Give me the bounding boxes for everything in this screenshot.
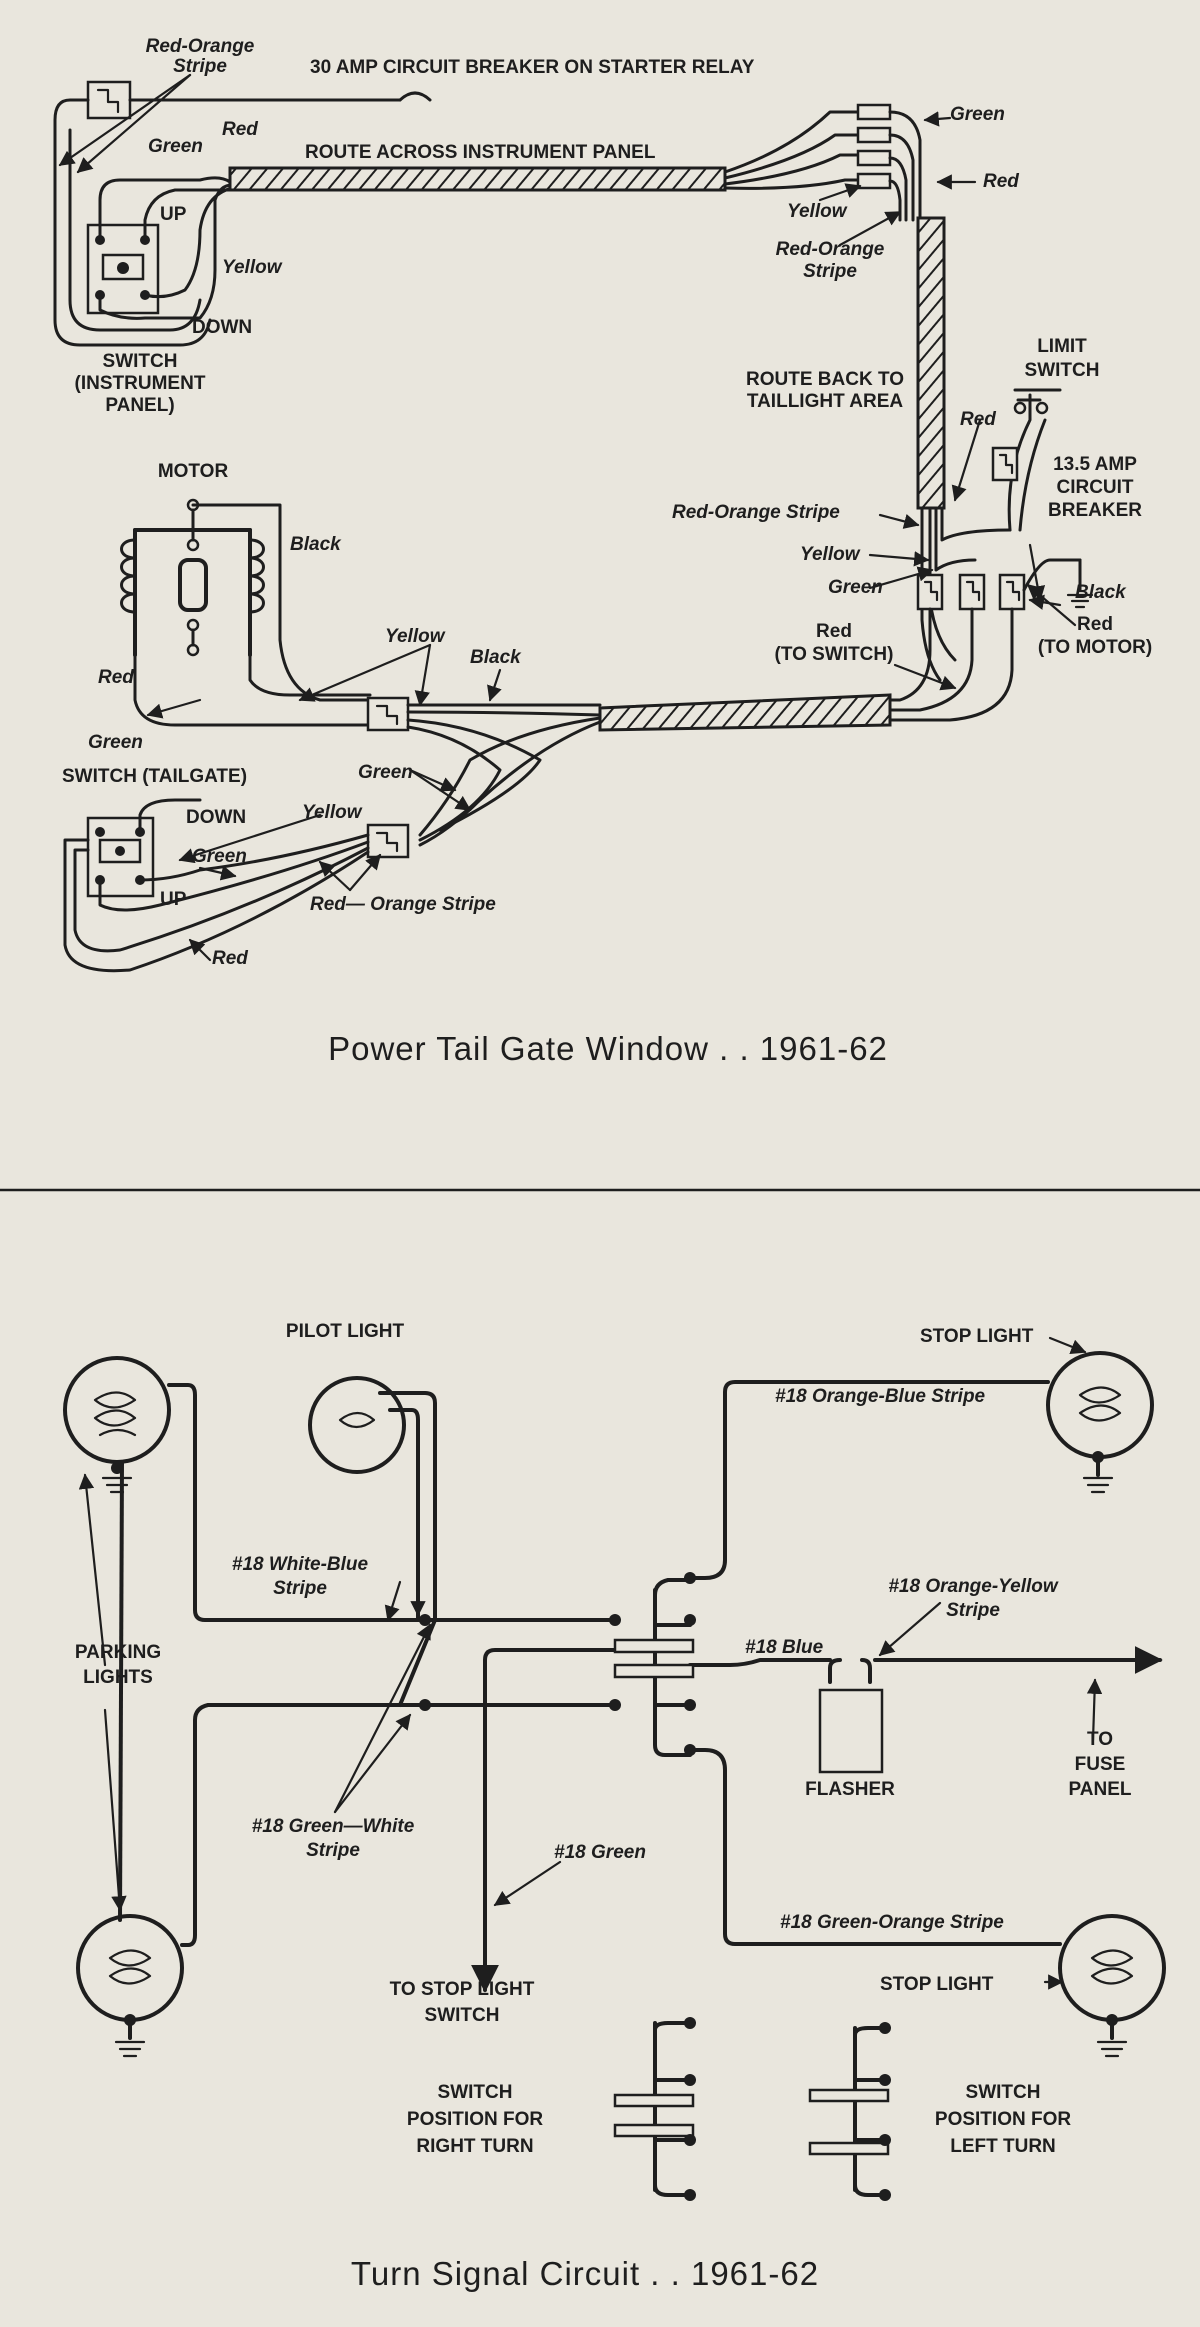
black-motor-label: Black — [290, 534, 342, 555]
green-b-label: Green — [192, 846, 247, 867]
motor-label: MOTOR — [158, 461, 229, 482]
green18-label: #18 Green — [554, 1842, 646, 1863]
up-a-label: UP — [160, 204, 187, 225]
down-a-label: DOWN — [192, 317, 252, 338]
caption-power-tailgate: Power Tail Gate Window . . 1961-62 — [328, 1030, 888, 1067]
blue18-label: #18 Blue — [745, 1637, 824, 1658]
tailgate-switch — [86, 816, 155, 898]
orange-blue-label: #18 Orange-Blue Stripe — [775, 1386, 986, 1407]
black-conn-label: Black — [470, 647, 522, 668]
black-mid-label: Black — [1075, 582, 1127, 603]
stop-light-top — [1046, 1351, 1154, 1494]
down-b-label: DOWN — [186, 807, 246, 828]
green-orange-label: #18 Green-Orange Stripe — [780, 1912, 1004, 1933]
yellow-conn-label: Yellow — [385, 626, 446, 647]
pilot-light — [308, 1376, 406, 1474]
switch-tailgate-label: SWITCH (TAILGATE) — [62, 766, 247, 787]
yellow-mid-label: Yellow — [800, 544, 861, 565]
flasher — [818, 1688, 884, 1774]
breaker-boxes-row — [916, 573, 1026, 611]
stop-light-bottom-label: STOP LIGHT — [880, 1974, 994, 1995]
stop-light-bottom — [1058, 1914, 1166, 2058]
green-motor-label: Green — [88, 732, 143, 753]
turn-signal-switch — [613, 1578, 695, 1757]
breaker30-label: 30 AMP CIRCUIT BREAKER ON STARTER RELAY — [310, 57, 755, 78]
flasher-label: FLASHER — [805, 1779, 895, 1800]
red-r-label: Red — [983, 171, 1019, 192]
red-to-switch-label: Red(TO SWITCH) — [775, 621, 894, 665]
switch-position-right — [613, 2017, 696, 2201]
parking-light-bottom — [76, 1914, 184, 2058]
red-b-label: Red — [212, 948, 248, 969]
power-tailgate-diagram — [53, 73, 1094, 973]
red-orange-b-label: Red— Orange Stripe — [310, 894, 496, 915]
green-conn-label: Green — [358, 762, 413, 783]
caption-turn-signal: Turn Signal Circuit . . 1961-62 — [351, 2255, 819, 2292]
pilot-light-label: PILOT LIGHT — [286, 1321, 405, 1342]
parking-light-top — [63, 1356, 171, 1494]
route-across-label: ROUTE ACROSS INSTRUMENT PANEL — [305, 142, 656, 163]
red-motor-label: Red — [98, 667, 134, 688]
green-mid-label: Green — [828, 577, 883, 598]
red-mid-label: Red — [960, 409, 996, 430]
yellow-b-label: Yellow — [302, 802, 363, 823]
yellow-a-label: Yellow — [222, 257, 283, 278]
stop-light-top-label: STOP LIGHT — [920, 1326, 1034, 1347]
red-to-motor-label: Red(TO MOTOR) — [1038, 614, 1152, 658]
turn-signal-diagram — [63, 1336, 1166, 2201]
yellow-r-label: Yellow — [787, 201, 848, 222]
green-a-label: Green — [148, 136, 203, 157]
switch-position-left — [808, 2022, 891, 2201]
breaker-30-amp-box — [86, 80, 132, 120]
motor — [120, 498, 265, 657]
green-r-label: Green — [950, 104, 1005, 125]
up-b-label: UP — [160, 889, 187, 910]
red-a-label: Red — [222, 119, 258, 140]
red-orange-mid-label: Red-Orange Stripe — [672, 502, 840, 523]
